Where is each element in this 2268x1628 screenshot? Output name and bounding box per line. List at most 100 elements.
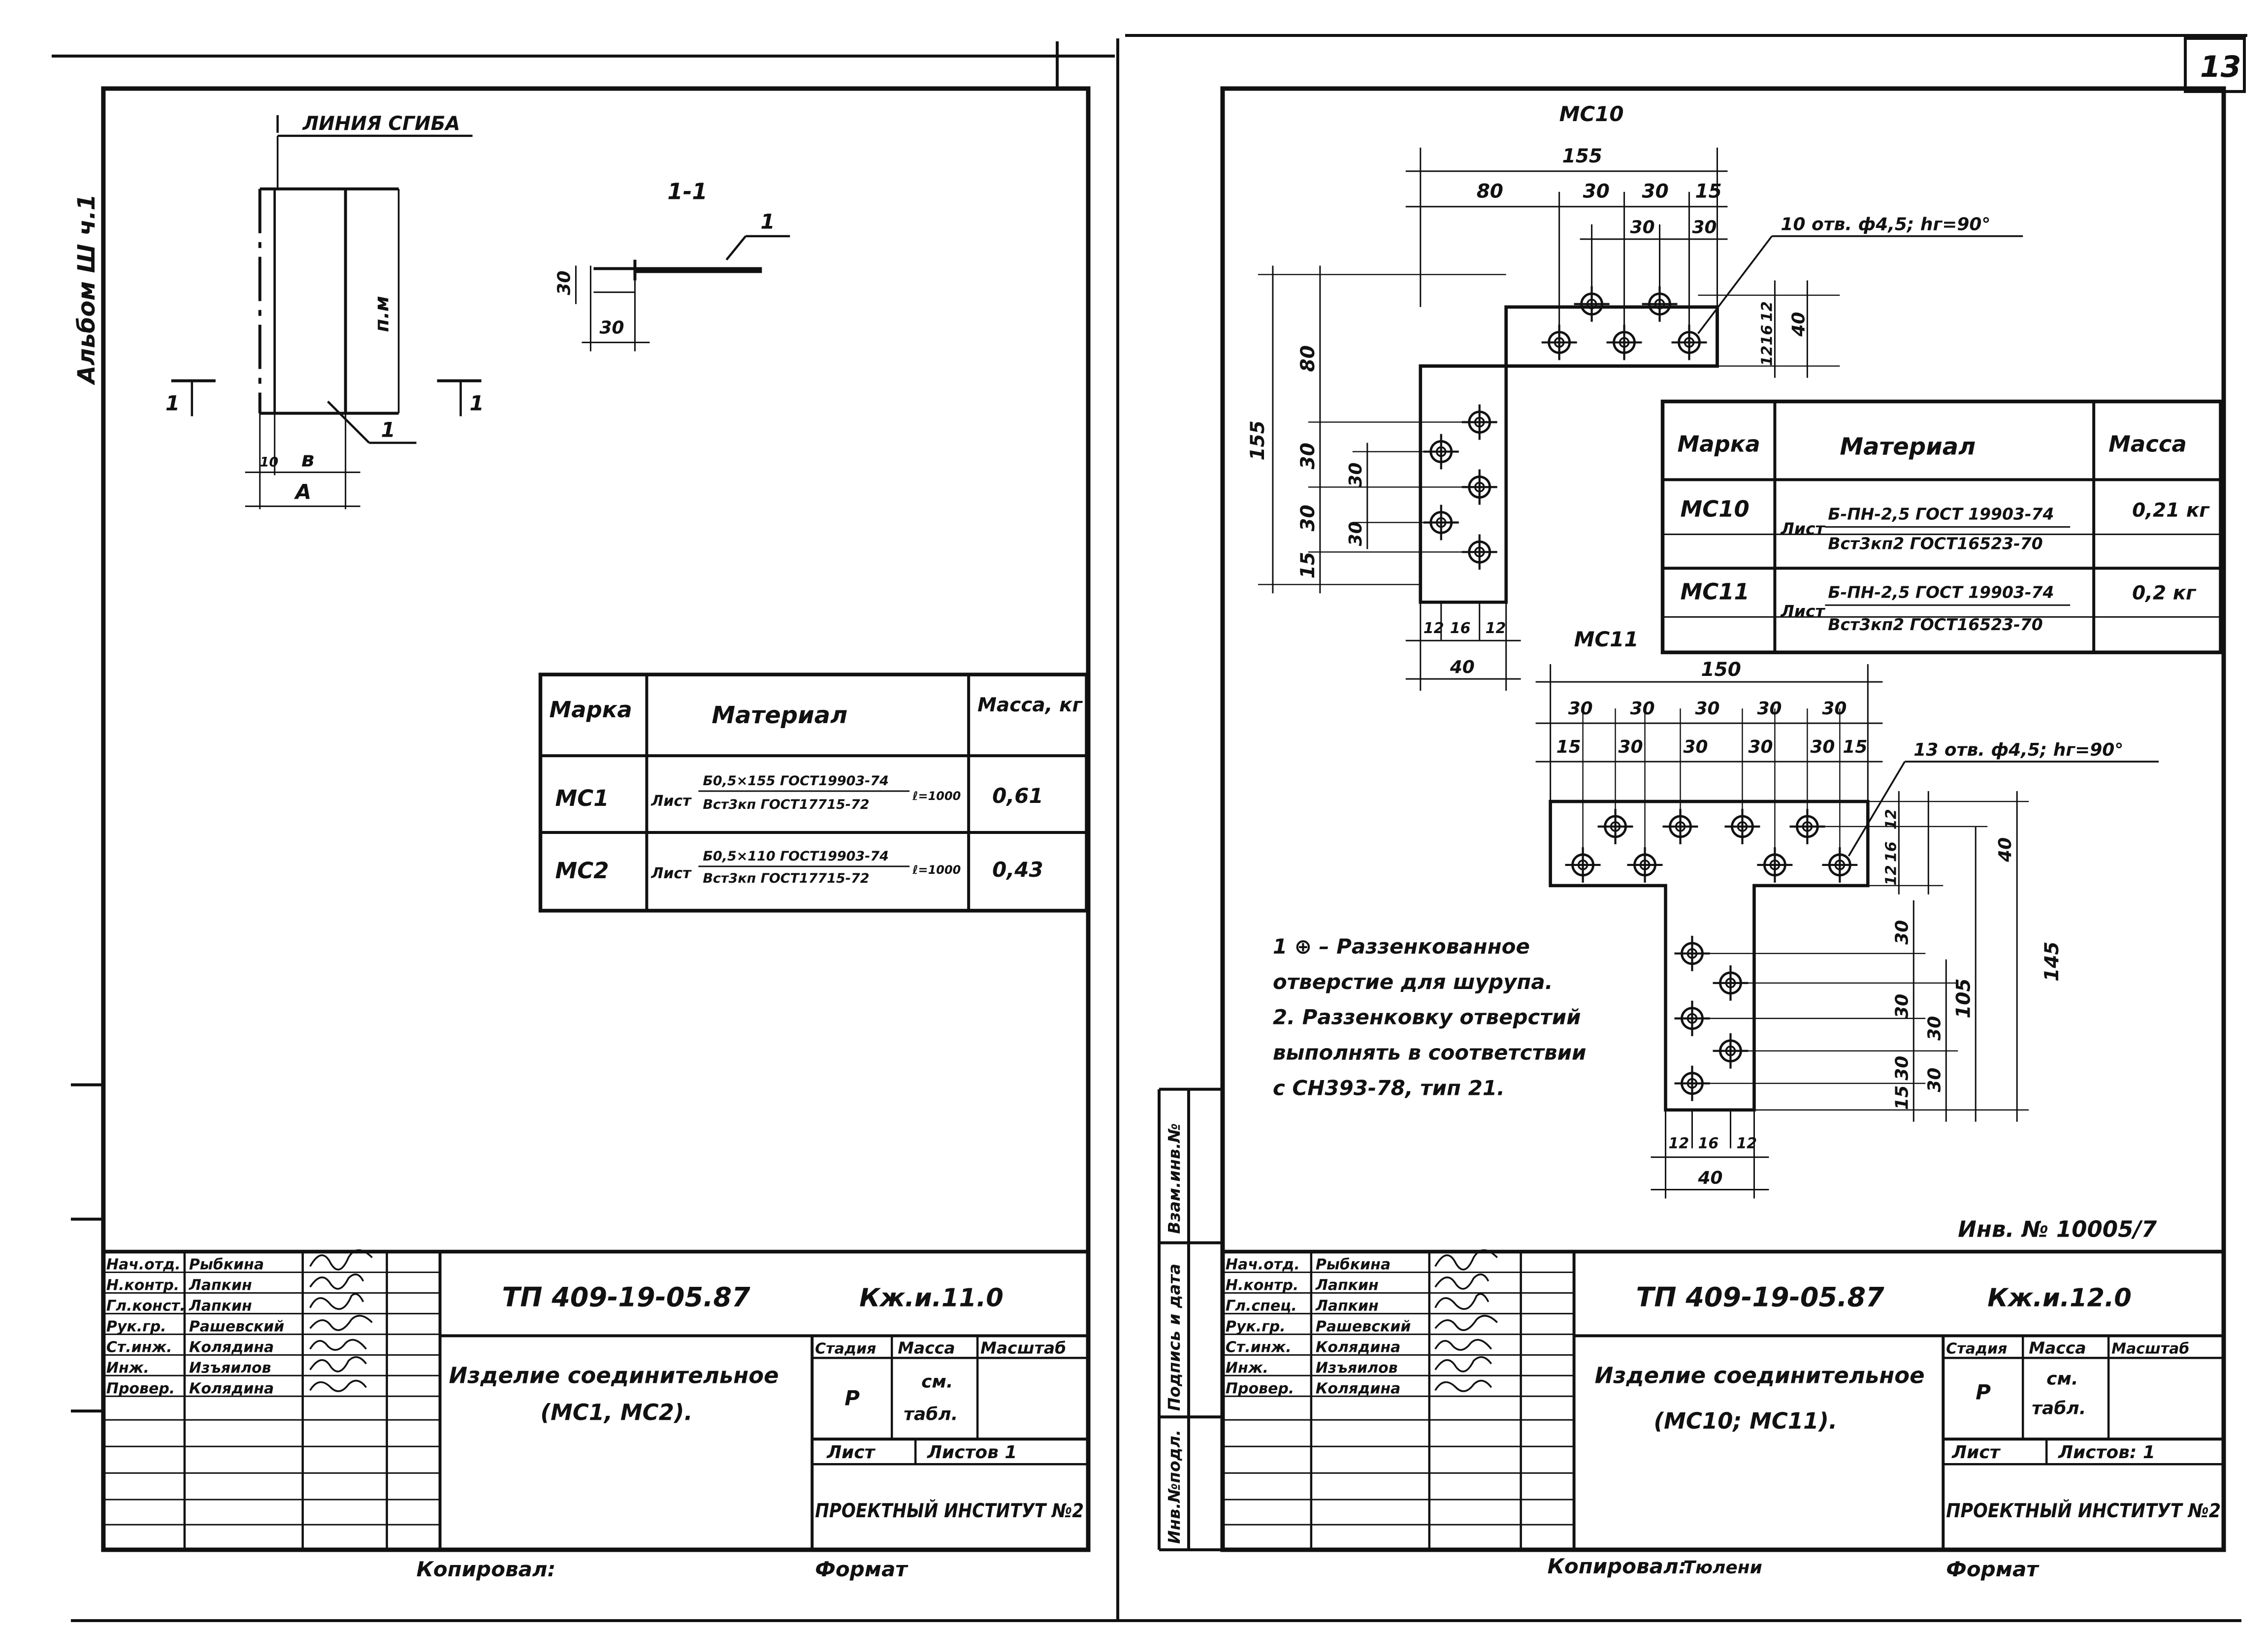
left-name-6: Изъяилов xyxy=(189,1359,271,1376)
right-title-line2: (МС10; МС11). xyxy=(1654,1408,1838,1434)
mc10-dim-total: 155 xyxy=(1562,145,1602,167)
mc11-dim-top-5: 30 xyxy=(1822,699,1847,719)
section-label: 1-1 xyxy=(667,179,707,205)
right-copied-label: Копировал: xyxy=(1548,1554,1687,1578)
left-title-line1: Изделие соединительное xyxy=(449,1362,779,1388)
left-name-4: Рашевский xyxy=(189,1318,284,1335)
right-signatures xyxy=(1434,1249,1498,1392)
left-sheets-label: Листов 1 xyxy=(927,1442,1017,1463)
note-line-1: 1 ⊕ – Раззенкованное xyxy=(1273,934,1530,958)
mc11-dim-vert-5: 15 xyxy=(1892,1085,1912,1110)
mc11-dim-bottom-2: 16 xyxy=(1698,1135,1719,1152)
dim-v: в xyxy=(301,447,315,471)
mc11-dim-top-4: 30 xyxy=(1757,699,1782,719)
right-name-7: Колядина xyxy=(1316,1380,1400,1397)
mc10-dim-top-4: 15 xyxy=(1695,181,1722,203)
left-role-6: Инж. xyxy=(106,1359,149,1376)
notes-block: 1 ⊕ – Раззенкованное отверстие для шуруп… xyxy=(1273,934,1587,1100)
left-stage: Р xyxy=(844,1386,860,1410)
dim-30-horizontal: 30 xyxy=(599,318,624,338)
left-row2-top: Б0,5×110 ГОСТ19903-74 xyxy=(703,849,889,864)
mc10-dim-top-3: 30 xyxy=(1642,181,1669,203)
right-row1-top: Б-ПН-2,5 ГОСТ 19903-74 xyxy=(1828,504,2054,523)
mc11-hole-5 xyxy=(1565,847,1601,883)
mc11-title: МС11 xyxy=(1574,627,1639,651)
left-row1-mark: МС1 xyxy=(555,785,609,811)
mc11-dim-top2-3: 30 xyxy=(1684,737,1708,757)
left-table-header-material: Материал xyxy=(712,702,847,729)
section-mark-left: 1 xyxy=(165,391,180,415)
left-signatures xyxy=(309,1249,373,1392)
right-mass-val-2: табл. xyxy=(2032,1398,2086,1418)
left-sheet: ЛИНИЯ СГИБА п.м 1 10 в А 1 xyxy=(101,86,1091,1581)
left-name-5: Колядина xyxy=(189,1339,274,1356)
mc10-drawing: МС10 155 80 30 xyxy=(1247,102,2023,691)
note-line-5: с СН393-78, тип 21. xyxy=(1273,1076,1505,1100)
right-sheet: Взам.инв.№ Подпись и дата Инв.№подл. МС1… xyxy=(1157,86,2226,1581)
left-copied-label: Копировал: xyxy=(417,1557,556,1581)
right-role-5: Ст.инж. xyxy=(1226,1339,1292,1356)
mc10-hole-1 xyxy=(1574,287,1610,322)
mc11-holes-note: 13 отв. ф4,5; hг=90° xyxy=(1913,740,2123,760)
right-copied-signature: Тюлени xyxy=(1684,1558,1762,1578)
bend-plan-drawing: ЛИНИЯ СГИБА п.м 1 10 в А 1 xyxy=(165,113,484,510)
dim-10: 10 xyxy=(260,454,279,470)
page-number-box xyxy=(2184,36,2246,93)
sheet-frame-lines xyxy=(51,33,2248,1623)
mc10-dim-right-4: 40 xyxy=(1788,312,1809,337)
mc11-dim-top2-6: 15 xyxy=(1843,737,1867,757)
left-row1-mass: 0,61 xyxy=(992,784,1043,808)
right-row1-mass: 0,21 кг xyxy=(2132,499,2210,521)
mc10-dim-bottom-1: 12 xyxy=(1424,620,1444,637)
mc11-hole-6 xyxy=(1627,847,1663,883)
left-sheet-code: Кж.и.11.0 xyxy=(859,1283,1004,1312)
right-name-2: Лапкин xyxy=(1315,1277,1379,1294)
mc11-dim-vert-4: 30 xyxy=(1924,1068,1944,1092)
right-role-4: Рук.гр. xyxy=(1226,1318,1286,1335)
mc11-dim-145: 145 xyxy=(2041,941,2063,981)
mc10-dim-top2-1: 30 xyxy=(1630,218,1655,238)
right-role-3: Гл.спец. xyxy=(1226,1297,1297,1314)
right-institute: ПРОЕКТНЫЙ ИНСТИТУТ №2 xyxy=(1946,1499,2221,1522)
right-role-7: Провер. xyxy=(1226,1380,1294,1397)
left-table-header-mass: Масса, кг xyxy=(977,694,1083,716)
right-table-header-mark: Марка xyxy=(1678,431,1760,457)
mc10-dim-right-2: 16 xyxy=(1758,325,1776,346)
left-role-4: Рук.гр. xyxy=(106,1318,166,1335)
left-row1-top: Б0,5×155 ГОСТ19903-74 xyxy=(703,773,889,789)
mc11-dim-top-1: 30 xyxy=(1568,699,1593,719)
mc10-dim-bottom-2: 16 xyxy=(1450,620,1471,637)
right-row2-bottom: Вст3кп2 ГОСТ16523-70 xyxy=(1828,615,2042,634)
mc11-hole-2 xyxy=(1663,809,1698,844)
right-stage: Р xyxy=(1976,1380,1991,1404)
right-stage-label: Стадия xyxy=(1946,1340,2007,1357)
mc10-holes-note: 10 отв. ф4,5; hг=90° xyxy=(1781,215,1990,235)
left-sheet-label: Лист xyxy=(826,1442,875,1463)
dim-30-vertical: 30 xyxy=(554,271,574,295)
inventory-number: Инв. № 10005/7 xyxy=(1958,1216,2157,1242)
mc11-dim-bottom-total: 40 xyxy=(1698,1168,1723,1188)
bend-line-label: ЛИНИЯ СГИБА xyxy=(302,113,460,135)
right-row2-top: Б-ПН-2,5 ГОСТ 19903-74 xyxy=(1828,582,2054,602)
mc10-dim-left-total: 155 xyxy=(1247,420,1269,460)
left-stage-label: Стадия xyxy=(815,1340,876,1357)
mc10-hole-4 xyxy=(1607,325,1642,360)
right-row2-mark: МС11 xyxy=(1681,578,1750,605)
mc10-dim-top-2: 30 xyxy=(1583,181,1610,203)
mc11-dim-vert-6: 30 xyxy=(1892,1056,1912,1081)
mc10-hole-3 xyxy=(1542,325,1577,360)
right-name-5: Колядина xyxy=(1316,1339,1400,1356)
left-row2-mass: 0,43 xyxy=(992,858,1043,882)
album-label: Альбом Ш ч.1 xyxy=(73,194,100,385)
right-name-6: Изъяилов xyxy=(1316,1359,1398,1376)
mc10-dim-left-30a: 30 xyxy=(1297,443,1319,469)
note-line-4: выполнять в соответствии xyxy=(1273,1041,1587,1065)
section-mark-right: 1 xyxy=(470,391,484,415)
right-row2-mass: 0,2 кг xyxy=(2132,582,2197,604)
mc11-dim-right-1: 12 xyxy=(1882,865,1900,886)
right-table-header-mass: Масса xyxy=(2108,431,2187,457)
right-role-1: Нач.отд. xyxy=(1226,1256,1300,1273)
mc11-dim-vert-2: 30 xyxy=(1892,994,1912,1019)
mc10-dim-left2-2: 30 xyxy=(1346,521,1366,546)
